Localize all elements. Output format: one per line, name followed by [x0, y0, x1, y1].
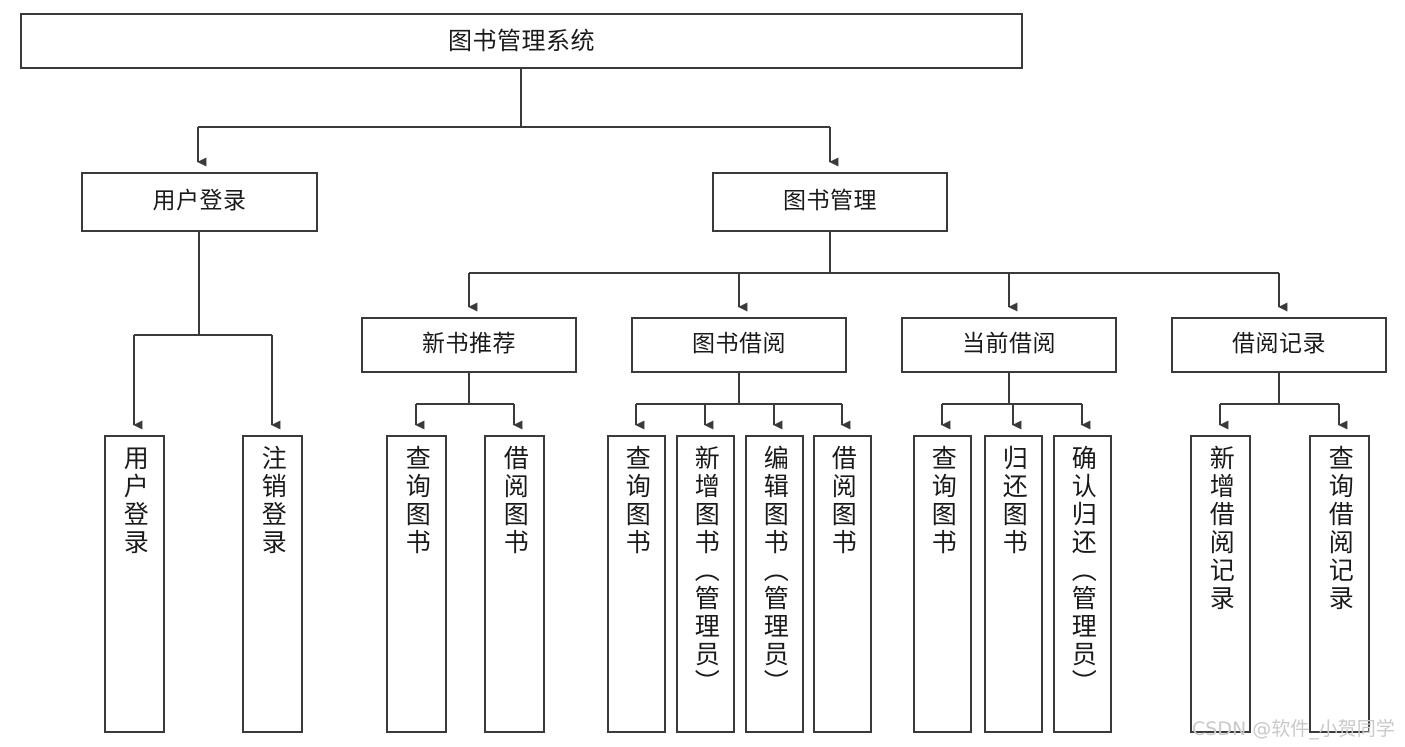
node-leaf-borrow-edit-book[interactable]: 编辑图书（管理员） — [745, 435, 804, 733]
csdn-watermark: CSDN @软件_小贺同学 — [1192, 714, 1395, 741]
node-label: 新增借阅记录 — [1206, 445, 1236, 613]
node-label: 图书借阅 — [692, 331, 786, 358]
node-label: 查询借阅记录 — [1325, 445, 1355, 613]
node-label: 图书管理系统 — [448, 26, 595, 55]
node-leaf-current-query-book[interactable]: 查询图书 — [913, 435, 972, 733]
node-label: 用户登录 — [152, 188, 247, 215]
node-label: 借阅图书 — [500, 445, 530, 557]
node-label: 查询图书 — [928, 445, 958, 557]
node-book-manage[interactable]: 图书管理 — [712, 172, 948, 232]
node-label: 查询图书 — [622, 445, 652, 557]
node-label: 图书管理 — [783, 188, 877, 215]
node-leaf-rec-query-book[interactable]: 查询图书 — [386, 435, 447, 733]
node-new-book-rec[interactable]: 新书推荐 — [361, 317, 577, 373]
node-label: 归还图书 — [999, 445, 1029, 557]
node-leaf-record-add[interactable]: 新增借阅记录 — [1190, 435, 1251, 733]
node-leaf-record-query[interactable]: 查询借阅记录 — [1309, 435, 1370, 733]
node-leaf-borrow-add-book[interactable]: 新增图书（管理员） — [676, 435, 735, 733]
node-label: 新增图书（管理员） — [691, 445, 721, 697]
node-label: 借阅记录 — [1232, 331, 1326, 358]
node-current-borrow[interactable]: 当前借阅 — [901, 317, 1117, 373]
node-label: 新书推荐 — [422, 331, 516, 358]
node-borrow-record[interactable]: 借阅记录 — [1171, 317, 1387, 373]
node-leaf-borrow-lend-book[interactable]: 借阅图书 — [813, 435, 872, 733]
node-leaf-rec-borrow-book[interactable]: 借阅图书 — [484, 435, 545, 733]
node-label: 确认归还（管理员） — [1068, 445, 1098, 697]
node-leaf-current-return-book[interactable]: 归还图书 — [984, 435, 1043, 733]
node-leaf-user-login[interactable]: 用户登录 — [104, 435, 165, 733]
node-label: 用户登录 — [120, 445, 150, 557]
watermark-text: CSDN @软件_小贺同学 — [1192, 718, 1395, 740]
node-root-system[interactable]: 图书管理系统 — [20, 13, 1023, 69]
node-leaf-user-logout[interactable]: 注销登录 — [242, 435, 303, 733]
node-user-login[interactable]: 用户登录 — [81, 172, 318, 232]
node-label: 当前借阅 — [962, 331, 1056, 358]
node-leaf-borrow-query-book[interactable]: 查询图书 — [607, 435, 666, 733]
node-label: 编辑图书（管理员） — [760, 445, 790, 697]
node-label: 查询图书 — [402, 445, 432, 557]
node-label: 注销登录 — [258, 445, 288, 557]
node-leaf-current-confirm-return[interactable]: 确认归还（管理员） — [1053, 435, 1112, 733]
node-book-borrow[interactable]: 图书借阅 — [631, 317, 847, 373]
node-label: 借阅图书 — [828, 445, 858, 557]
